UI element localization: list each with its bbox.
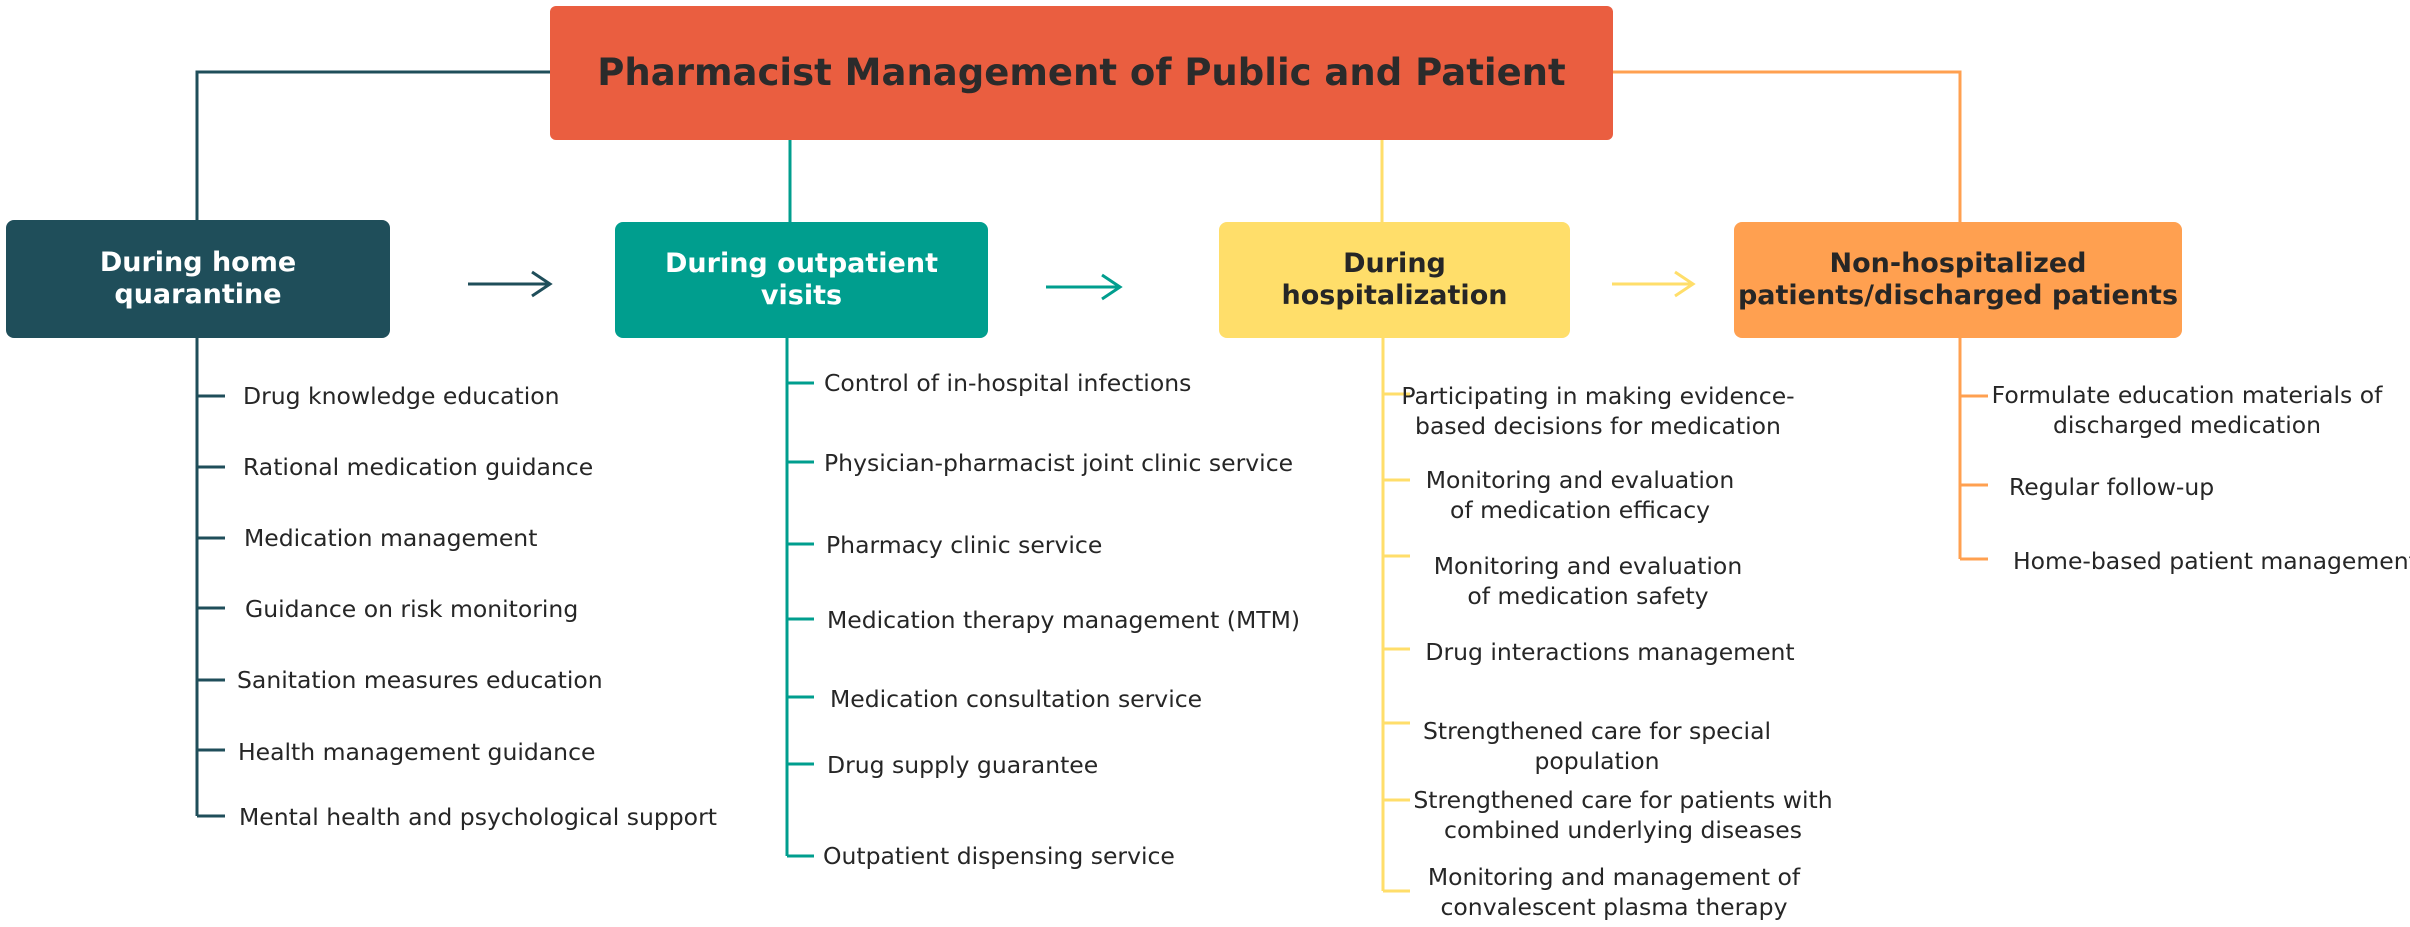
- tree-hospitalization: [1381, 338, 1410, 893]
- hospital-item-efficacy: Monitoring and evaluation of medication …: [1425, 466, 1735, 524]
- category-outpatient-visits: During outpatient visits: [615, 222, 988, 338]
- home-item-mental-health: Mental health and psychological support: [239, 803, 717, 831]
- home-item-rational-medication: Rational medication guidance: [243, 453, 594, 481]
- home-item-health-management: Health management guidance: [238, 738, 596, 766]
- hospital-item-drug-interactions: Drug interactions management: [1425, 638, 1795, 666]
- category-non-hospitalized: Non-hospitalized patients/discharged pat…: [1734, 222, 2182, 338]
- home-item-medication-management: Medication management: [244, 524, 538, 552]
- outpatient-item-consultation: Medication consultation service: [830, 685, 1203, 713]
- nonhospital-item-follow-up: Regular follow-up: [2009, 473, 2215, 501]
- home-item-sanitation: Sanitation measures education: [237, 666, 603, 694]
- arrow-outpatient-to-hospitalization: [1046, 273, 1123, 301]
- diagram-title: Pharmacist Management of Public and Pati…: [550, 6, 1613, 140]
- home-item-drug-knowledge: Drug knowledge education: [243, 382, 560, 410]
- outpatient-item-dispensing: Outpatient dispensing service: [823, 842, 1175, 870]
- hospital-item-evidence-based: Participating in making evidence- based …: [1401, 382, 1795, 440]
- arrow-home-to-outpatient: [468, 270, 553, 298]
- hospital-item-safety: Monitoring and evaluation of medication …: [1433, 552, 1743, 610]
- outpatient-item-mtm: Medication therapy management (MTM): [827, 606, 1301, 634]
- tree-home-quarantine: [195, 338, 225, 818]
- outpatient-item-joint-clinic: Physician-pharmacist joint clinic servic…: [824, 449, 1294, 477]
- hospital-item-special-population: Strengthened care for special population: [1422, 717, 1772, 775]
- hospital-item-plasma-therapy: Monitoring and management of convalescen…: [1427, 863, 1801, 921]
- outpatient-item-drug-supply: Drug supply guarantee: [827, 751, 1099, 779]
- connector-title-home: [195, 70, 550, 220]
- category-hospitalization: During hospitalization: [1219, 222, 1570, 338]
- connector-title-nonhospital: [1613, 70, 1962, 222]
- home-item-risk-monitoring: Guidance on risk monitoring: [245, 595, 579, 623]
- tree-outpatient: [785, 338, 814, 858]
- outpatient-item-pharmacy-clinic: Pharmacy clinic service: [826, 531, 1103, 559]
- arrow-hospitalization-to-nonhospital: [1612, 270, 1696, 298]
- nonhospital-item-home-based: Home-based patient management: [2013, 547, 2410, 575]
- category-home-quarantine: During home quarantine: [6, 220, 390, 338]
- hospital-item-underlying-diseases: Strengthened care for patients with comb…: [1413, 786, 1833, 844]
- nonhospital-item-education-materials: Formulate education materials of dischar…: [1991, 381, 2383, 439]
- outpatient-item-infection-control: Control of in-hospital infections: [824, 369, 1192, 397]
- tree-nonhospital: [1958, 338, 1988, 561]
